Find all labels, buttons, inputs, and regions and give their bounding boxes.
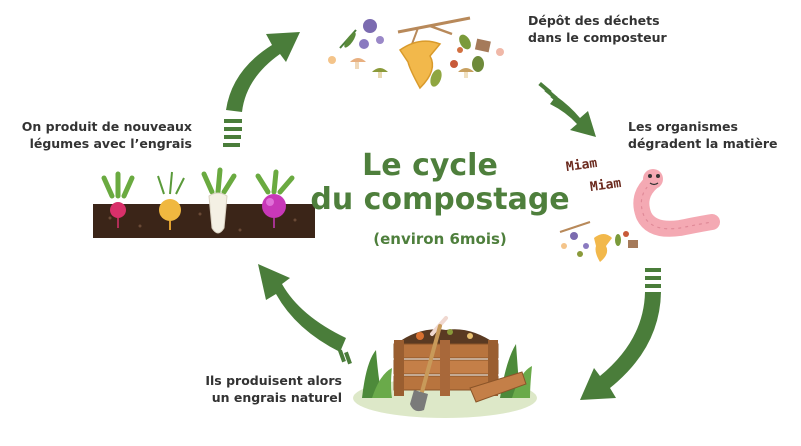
step-label-degrade: Les organismes dégradent la matière [628, 119, 778, 151]
compost-bin-illustration [353, 316, 537, 418]
cycle-arrow-organisms-to-compost [580, 268, 661, 400]
step-label-vegetables: On produit de nouveaux légumes avec l’en… [21, 119, 192, 151]
worm-illustration [559, 169, 720, 262]
cycle-arrow-waste-to-organisms [538, 81, 596, 137]
vegetables-in-soil-illustration [93, 167, 315, 238]
step-label-deposit: Dépôt des déchets dans le composteur [528, 13, 667, 45]
diagram-duration: (environ 6mois) [373, 230, 507, 248]
cycle-arrow-vegetables-to-waste [223, 32, 300, 147]
diagram-title-line1: Le cycle [362, 148, 498, 183]
step-label-fertilizer: Ils produisent alors un engrais naturel [205, 373, 342, 405]
diagram-title-line2: du compostage [310, 182, 570, 217]
cycle-arrow-compost-to-vegetables [258, 264, 352, 365]
food-waste-illustration [328, 16, 504, 90]
